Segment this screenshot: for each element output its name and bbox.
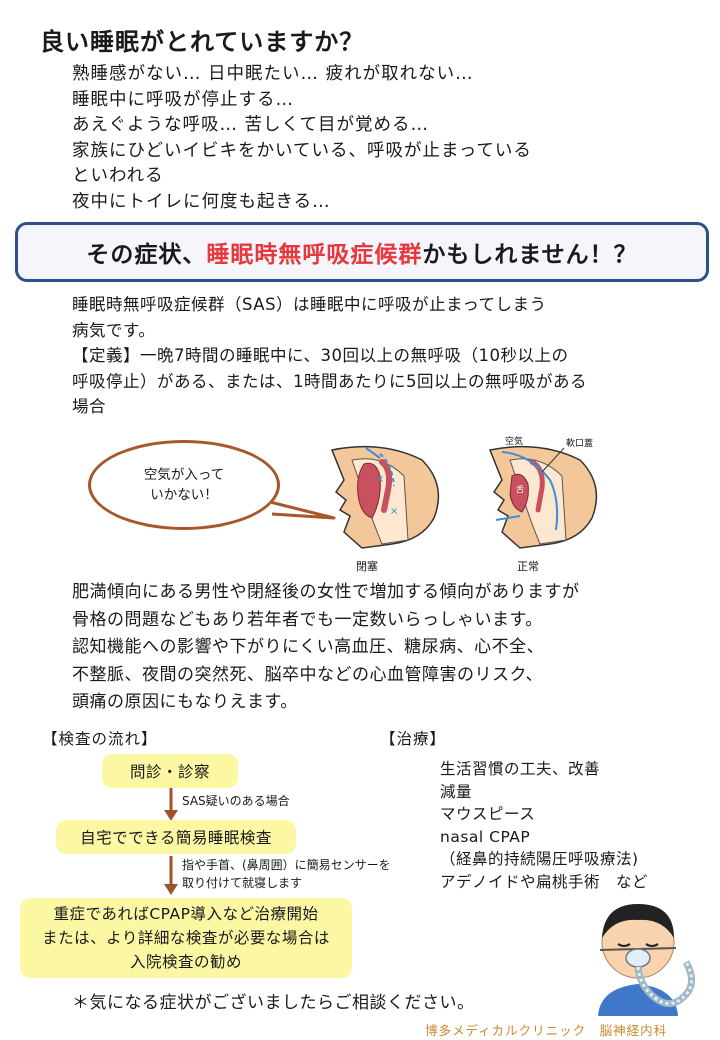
flow-arrow-icon — [164, 856, 178, 895]
risk-line: 骨格の問題などもあり若年者でも一定数いらっしゃいます。 — [72, 609, 543, 630]
exam-flow-heading: 【検査の流れ】 — [42, 730, 158, 748]
definition-line: 【定義】一晩7時間の睡眠中に、30回以上の無呼吸（10秒以上の — [72, 346, 569, 365]
bubble-line: 空気が入って — [143, 467, 225, 483]
definition-line: 呼吸停止）がある、または、1時間あたりに5回以上の無呼吸がある — [72, 371, 587, 391]
airway-obstructed-illustration: × × — [330, 445, 440, 549]
symptom-list: 熟睡感がない… 日中眠たい… 疲れが取れない… 睡眠中に呼吸が停止する… あえぐ… — [72, 62, 532, 215]
note-line: 取り付けて就寝します — [182, 876, 303, 890]
definition-line: 病気です。 — [72, 320, 156, 340]
flow-arrow-icon — [164, 788, 178, 821]
note-line: 指や手首、(鼻周囲）に簡易センサーを — [182, 858, 391, 872]
treatment-list: 生活習慣の工夫、改善 減量 マウスピース nasal CPAP （経鼻的持続陽圧… — [440, 758, 648, 893]
symptom-line: といわれる — [72, 166, 164, 186]
definition-line: 場合 — [72, 397, 106, 416]
svg-text:×: × — [390, 506, 398, 517]
risk-line: 不整脈、夜間の突然死、脳卒中などの心血管障害のリスク、 — [72, 664, 543, 685]
symptom-line: 家族にひどいイビキをかいている、呼吸が止まっている — [72, 140, 532, 161]
symptom-line: あえぐような呼吸… 苦しくて目が覚める… — [72, 115, 430, 135]
treatment-item: アデノイドや扁桃手術 など — [440, 872, 649, 891]
exam-step-treatment-start: 重症であればCPAP導入など治療開始 または、より詳細な検査が必要な場合は 入院… — [20, 898, 352, 978]
step-line: または、より詳細な検査が必要な場合は — [42, 929, 330, 947]
cpap-sleeper-illustration — [598, 904, 695, 1016]
bubble-tail — [269, 500, 336, 520]
exam-note-suspected: SAS疑いのある場合 — [182, 794, 290, 808]
treatment-item: 生活習慣の工夫、改善 — [440, 760, 601, 778]
treatment-heading: 【治療】 — [380, 730, 447, 748]
definition-text: 睡眠時無呼吸症候群（SAS）は睡眠中に呼吸が止まってしまう 病気です。 【定義】… — [72, 292, 702, 420]
risk-line: 肥満傾向にある男性や閉経後の女性で増加する傾向がありますが — [72, 582, 580, 602]
step-line: 入院検査の勧め — [129, 953, 242, 971]
banner-suffix: かもしれません！？ — [422, 242, 638, 268]
exam-step-label: 自宅でできる簡易睡眠検査 — [80, 829, 272, 847]
label-soft-palate: 軟口蓋 — [566, 439, 594, 449]
treatment-item: 減量 — [440, 782, 473, 801]
warning-banner: その症状、睡眠時無呼吸症候群かもしれません！？ — [15, 222, 709, 282]
clinic-name: 博多メディカルクリニック 脳神経内科 — [425, 1023, 668, 1038]
risk-line: 認知機能への影響や下がりにくい高血圧、糖尿病、心不全、 — [72, 637, 545, 657]
exam-note-sensor: 指や手首、(鼻周囲）に簡易センサーを 取り付けて就寝します — [182, 856, 391, 892]
airway-normal-illustration: 舌 — [488, 445, 598, 549]
exam-step-home-test: 自宅でできる簡易睡眠検査 — [56, 820, 296, 854]
treatment-item: nasal CPAP — [440, 827, 531, 846]
banner-prefix: その症状、 — [86, 242, 207, 268]
label-normal: 正常 — [517, 560, 539, 573]
step-line: 重症であればCPAP導入など治療開始 — [53, 905, 319, 923]
label-obstructed: 閉塞 — [356, 560, 378, 573]
consult-note: ＊気になる症状がございましたらご相談ください。 — [72, 993, 475, 1013]
definition-line: 睡眠時無呼吸症候群（SAS）は睡眠中に呼吸が止まってしまう — [72, 295, 547, 314]
banner-highlight: 睡眠時無呼吸症候群 — [206, 242, 423, 268]
symptom-line: 夜中にトイレに何度も起きる… — [72, 191, 331, 212]
speech-bubble: 空気が入って いかない！ — [88, 440, 280, 530]
bubble-line: いかない！ — [150, 487, 218, 503]
risk-line: 頭痛の原因にもなりえます。 — [72, 692, 298, 712]
svg-text:×: × — [376, 474, 384, 485]
label-tongue: 舌 — [516, 484, 524, 494]
treatment-item: マウスピース — [440, 805, 536, 823]
risk-paragraph: 肥満傾向にある男性や閉経後の女性で増加する傾向がありますが 骨格の問題などもあり… — [72, 579, 580, 717]
treatment-item: （経鼻的持続陽圧呼吸療法) — [440, 850, 639, 868]
symptom-line: 睡眠中に呼吸が停止する… — [72, 89, 294, 110]
symptom-line: 熟睡感がない… 日中眠たい… 疲れが取れない… — [72, 64, 474, 84]
label-air: 空気 — [505, 437, 524, 447]
exam-step-interview: 問診・診察 — [102, 754, 238, 788]
page-title: 良い睡眠がとれていますか？ — [40, 28, 365, 56]
exam-step-label: 問診・診察 — [129, 763, 210, 781]
